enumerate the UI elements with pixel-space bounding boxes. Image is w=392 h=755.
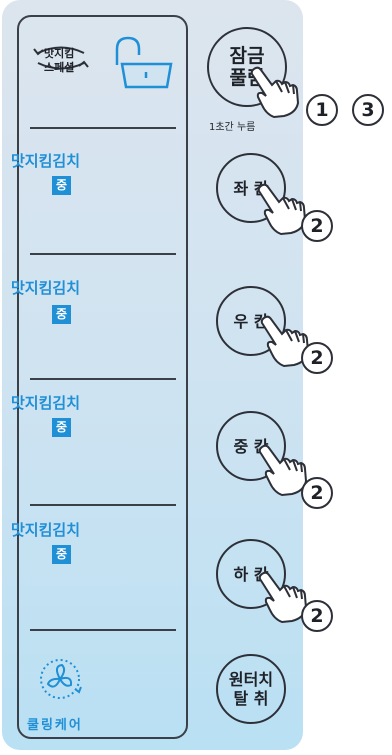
step-number-1: 1 bbox=[306, 94, 338, 126]
pointing-hand-icon bbox=[258, 444, 308, 497]
onetouch-line1: 원터치 bbox=[228, 670, 274, 689]
pointing-hand-icon bbox=[258, 571, 308, 624]
hold-one-second-hint: 1초간 누름 bbox=[209, 122, 256, 133]
compartment-2-level-badge: 중 bbox=[52, 305, 71, 324]
step-number-2: 2 bbox=[301, 600, 333, 632]
control-panel: 맛지킴 스페셜 맛지킴김치 중 맛지킴김치 중 맛지킴김치 중 맛지킴김치 중 … bbox=[2, 0, 303, 750]
divider bbox=[30, 504, 176, 506]
cooling-care-label: 쿨링케어 bbox=[27, 718, 83, 733]
compartment-3-level-badge: 중 bbox=[52, 418, 71, 437]
right-button-label: 우 칸 bbox=[233, 311, 269, 331]
compartment-3-mode: 맛지킴김치 bbox=[11, 394, 81, 412]
special-label-line2: 스페셜 bbox=[44, 61, 75, 74]
pointing-hand-icon bbox=[260, 315, 310, 368]
lock-button-line1: 잠금 bbox=[229, 45, 265, 67]
step-number-2: 2 bbox=[301, 210, 333, 242]
divider bbox=[30, 253, 176, 255]
onetouch-line2: 탈 취 bbox=[233, 689, 269, 708]
rotate-arrows-icon bbox=[33, 46, 89, 70]
divider bbox=[30, 378, 176, 380]
step-number-3: 3 bbox=[352, 94, 384, 126]
step-number-2: 2 bbox=[301, 342, 333, 374]
step-number-2: 2 bbox=[301, 477, 333, 509]
onetouch-deodorize-button[interactable]: 원터치 탈 취 bbox=[216, 654, 286, 724]
right-compartment-button[interactable]: 우 칸 bbox=[216, 286, 286, 356]
pointing-hand-icon bbox=[257, 183, 307, 236]
display-frame bbox=[17, 15, 188, 739]
compartment-1-level-badge: 중 bbox=[52, 176, 71, 195]
compartment-2-mode: 맛지킴김치 bbox=[11, 279, 81, 297]
divider bbox=[30, 629, 176, 631]
fan-icon bbox=[40, 659, 82, 699]
lock-release-button[interactable]: 잠금 풀림 bbox=[207, 27, 287, 107]
compartment-1-mode: 맛지킴김치 bbox=[11, 152, 81, 170]
divider bbox=[30, 127, 176, 129]
unlocked-padlock-icon bbox=[115, 36, 173, 89]
pointing-hand-icon bbox=[250, 66, 300, 119]
compartment-4-level-badge: 중 bbox=[52, 545, 71, 564]
special-label-line1: 맛지킴 bbox=[44, 47, 75, 60]
compartment-4-mode: 맛지킴김치 bbox=[11, 521, 81, 539]
